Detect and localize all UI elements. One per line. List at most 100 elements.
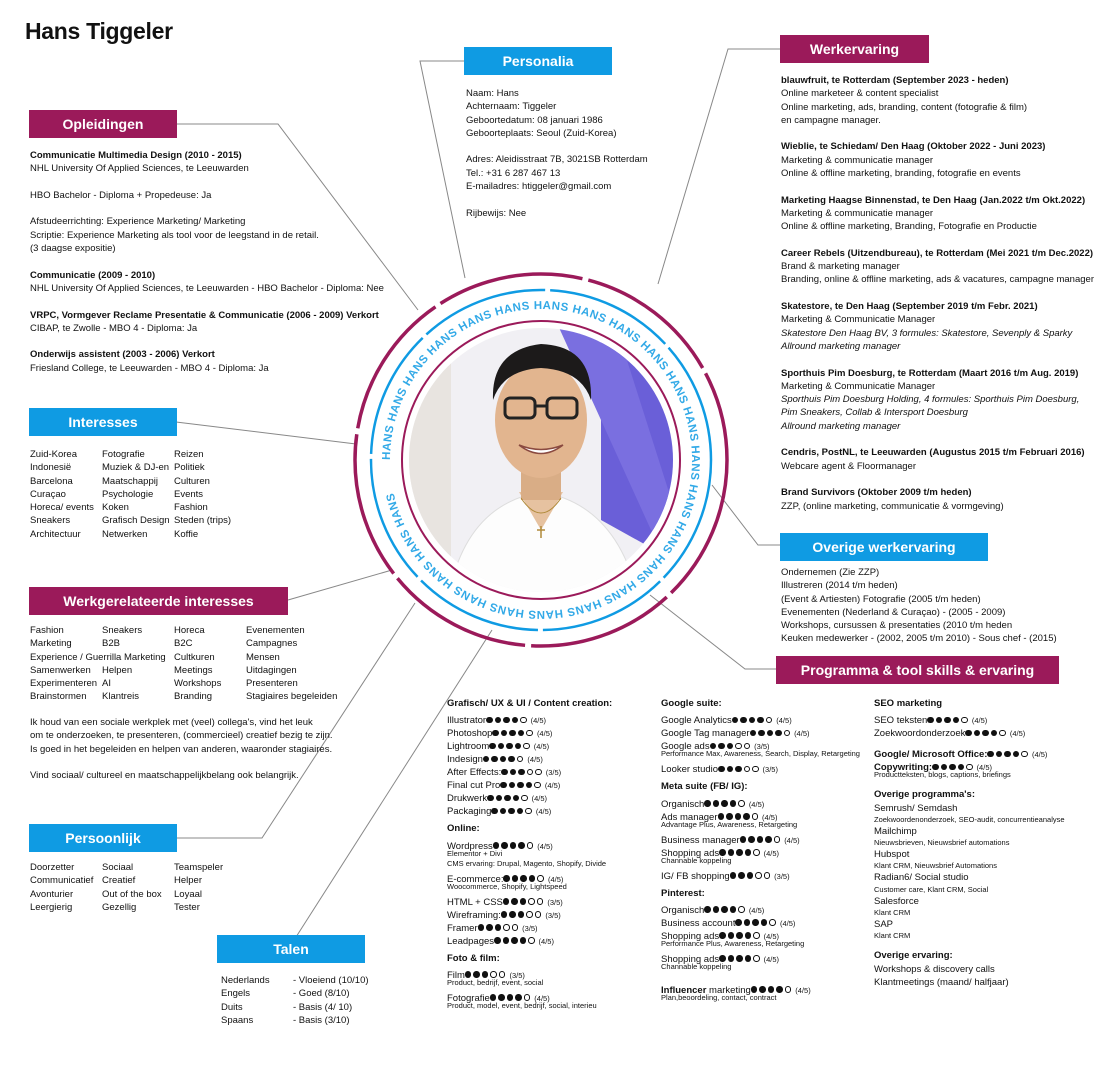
filled-dot-icon xyxy=(519,937,527,944)
interesse-item: Indonesië xyxy=(30,462,72,474)
taal-item: Nederlands xyxy=(221,975,270,986)
filled-dot-icon xyxy=(932,763,939,771)
filled-dot-icon xyxy=(500,911,508,918)
skill-label: Shopping ads xyxy=(661,953,720,965)
filled-dot-icon xyxy=(727,955,735,962)
filled-dot-icon xyxy=(756,836,764,843)
werkervaring-line xyxy=(781,353,1094,366)
filled-dot-icon xyxy=(744,932,752,939)
rating-label: (4/5) xyxy=(533,742,550,752)
empty-dot-icon xyxy=(752,765,759,773)
rating-label: (4/5) xyxy=(779,918,796,928)
filled-dot-icon xyxy=(719,955,726,962)
filled-dot-icon xyxy=(743,813,750,820)
rating-label: (3/5) xyxy=(547,897,563,907)
skill-note: Performance Max, Awareness, Search, Disp… xyxy=(661,749,860,759)
werkervaring-line: Allround marketing manager xyxy=(781,420,901,432)
filled-dot-icon xyxy=(509,768,517,776)
skill-category: Overige ervaring: xyxy=(874,950,953,962)
opleiding-line: NHL University Of Applied Sciences, te L… xyxy=(30,163,249,175)
skill-label: Shopping ads xyxy=(661,930,720,942)
empty-dot-icon xyxy=(999,729,1006,737)
opleiding-line xyxy=(30,255,384,268)
skill-category: Meta suite (FB/ IG): xyxy=(661,781,748,793)
filled-dot-icon xyxy=(735,919,742,926)
interesse-item: Reizen xyxy=(174,449,204,460)
empty-dot-icon xyxy=(490,971,497,978)
rating-label: (4/5) xyxy=(762,812,778,822)
skill-row: Film(3/5) xyxy=(447,965,647,981)
empty-dot-icon xyxy=(753,932,760,939)
filled-dot-icon xyxy=(734,813,742,820)
skill-label: Packaging xyxy=(447,806,492,818)
overige-werkervaring-header: Overige werkervaring xyxy=(780,533,988,561)
skill-row: Framer(3/5) xyxy=(447,918,647,934)
rating-dots: (4/5) xyxy=(719,926,779,943)
werkervaring-line: Online marketeer & content specialist xyxy=(781,88,939,100)
personalia-line: Geboorteplaats: Seoul (Zuid-Korea) xyxy=(466,127,617,139)
skill-label: After Effects: xyxy=(447,767,502,779)
rating-dots: (4/5) xyxy=(489,988,550,1005)
filled-dot-icon xyxy=(501,768,508,776)
rating-label: (4/5) xyxy=(763,954,780,964)
skill-label: Wordpress xyxy=(447,840,493,852)
filled-dot-icon xyxy=(508,755,515,763)
empty-dot-icon xyxy=(961,716,968,724)
empty-dot-icon xyxy=(526,911,533,918)
filled-dot-icon xyxy=(744,955,752,962)
rating-dots: (4/5) xyxy=(487,788,547,805)
skill-label: Google/ Microsoft Office: xyxy=(874,749,988,761)
taal-item: Spaans xyxy=(221,1014,254,1026)
rating-label: (4/5) xyxy=(527,755,543,765)
filled-dot-icon xyxy=(743,919,751,926)
skill-category: SEO marketing xyxy=(874,698,943,709)
filled-dot-icon xyxy=(517,729,525,737)
filled-dot-icon xyxy=(748,836,755,843)
skill-row: Organisch(4/5) xyxy=(661,794,861,810)
empty-dot-icon xyxy=(520,716,527,724)
opleiding-line: Onderwijs assistent (2003 - 2006) Verkor… xyxy=(30,349,215,361)
skill-item: Hubspot xyxy=(874,849,910,861)
filled-dot-icon xyxy=(990,729,998,737)
filled-dot-icon xyxy=(498,994,505,1001)
empty-dot-icon xyxy=(528,937,535,944)
interesse-item: Koffie xyxy=(174,528,199,540)
filled-dot-icon xyxy=(517,911,525,918)
empty-dot-icon xyxy=(738,906,745,913)
skill-label: E-commerce: xyxy=(447,873,504,885)
filled-dot-icon xyxy=(486,924,493,931)
skill-note: Woocommerce, Shopify, Lightspeed xyxy=(447,881,567,891)
skill-row: Business manager(4/5) xyxy=(661,830,861,846)
filled-dot-icon xyxy=(494,937,501,944)
rating-dots: (4/5) xyxy=(492,723,552,740)
filled-dot-icon xyxy=(518,768,525,776)
werkervaring-line: Online marketing, ads, branding, content… xyxy=(781,101,1028,113)
filled-dot-icon xyxy=(940,763,948,771)
empty-dot-icon xyxy=(751,813,759,820)
werkervaring-line: Skatestore, te Den Haag (September 2019 … xyxy=(781,301,1038,313)
rating-dots: (4/5) xyxy=(735,913,795,930)
interesse-item: Grafisch Design xyxy=(102,515,170,527)
taal-item: - Vloeiend (10/10) xyxy=(293,975,369,986)
skill-row: Wireframing:(3/5) xyxy=(447,905,647,921)
filled-dot-icon xyxy=(528,875,536,882)
filled-dot-icon xyxy=(501,842,508,849)
rating-label: (4/5) xyxy=(795,985,811,995)
rating-label: (3/5) xyxy=(545,768,562,778)
filled-dot-icon xyxy=(740,716,747,724)
taal-item: Duits xyxy=(221,1001,243,1013)
rating-dots: (4/5) xyxy=(704,900,764,917)
werkervaring-line: Brand Survivors (Oktober 2009 t/m heden) xyxy=(781,487,972,499)
werkervaring-line xyxy=(781,180,1094,193)
skill-note: Productteksten, blogs, captions, briefin… xyxy=(874,770,1011,780)
opleiding-line xyxy=(30,295,384,308)
skill-label: Business manager xyxy=(661,834,740,846)
filled-dot-icon xyxy=(502,937,510,944)
filled-dot-icon xyxy=(736,849,743,856)
filled-dot-icon xyxy=(718,765,725,773)
filled-dot-icon xyxy=(502,898,510,905)
talen-grid: Nederlands- Vloeiend (10/10)Engels- Goed… xyxy=(221,974,383,1027)
filled-dot-icon xyxy=(744,849,752,856)
skill-item: Klantmeetings (maand/ halfjaar) xyxy=(874,976,1009,988)
